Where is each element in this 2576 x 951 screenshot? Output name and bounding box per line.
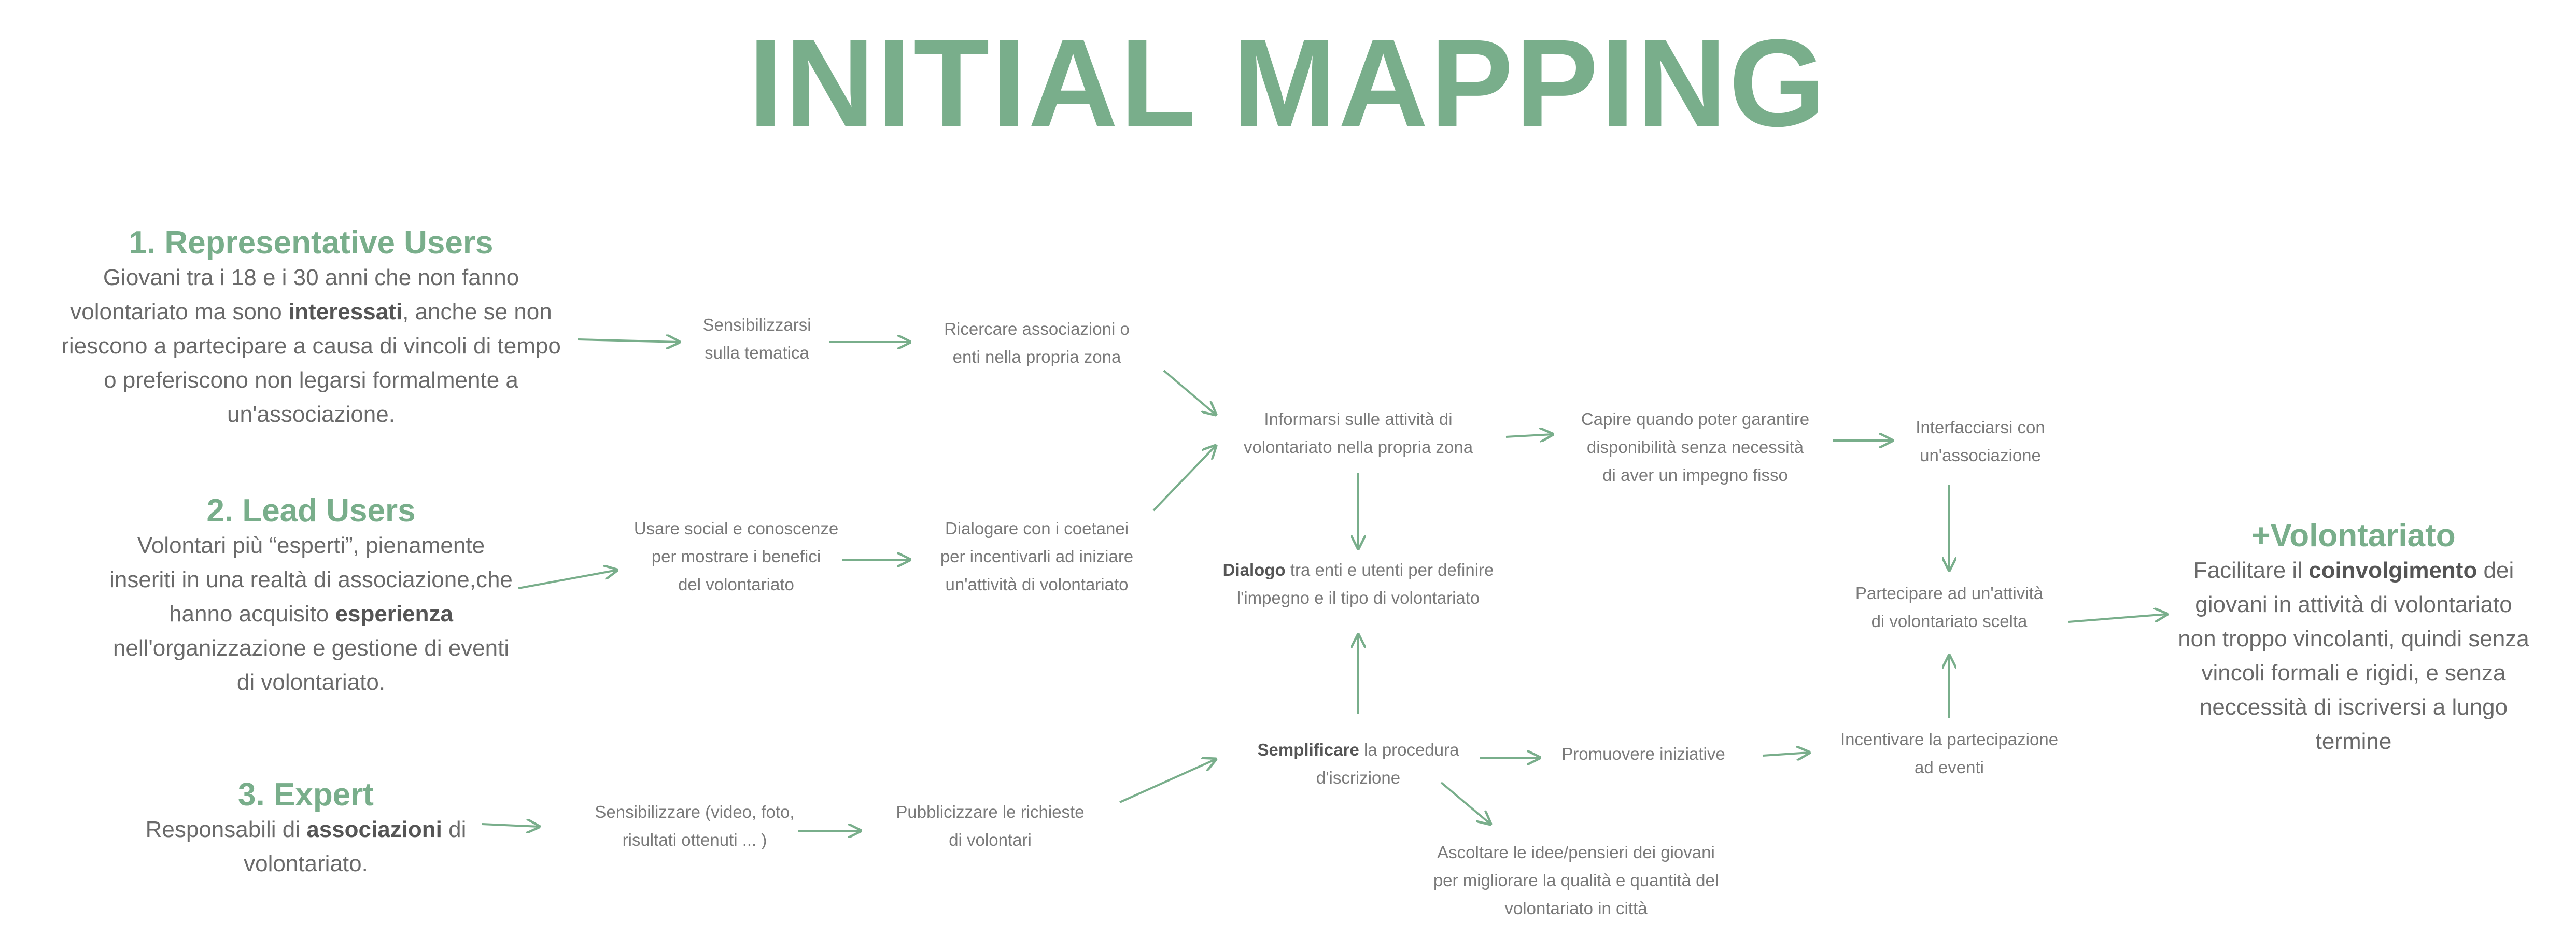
representative-users: 1. Representative Users Giovani tra i 18… (41, 225, 581, 432)
expert-description: Responsabili di associazioni di volontar… (145, 817, 467, 877)
expert-users: 3. Expert Responsabili di associazioni d… (124, 777, 487, 881)
node-promuovere: Promuovere iniziative (1561, 744, 1725, 763)
arrow-semplificare-to-ascoltare (1440, 782, 1490, 824)
node-usare-social: Usare social e conoscenze per mostrare i… (634, 519, 839, 594)
representative-users-description: Giovani tra i 18 e i 30 anni che non fan… (61, 265, 561, 428)
expert-heading: 3. Expert (238, 777, 374, 813)
goal-volontariato: +Volontariato Facilitare il coinvolgimen… (2162, 518, 2545, 759)
goal-heading: +Volontariato (2251, 518, 2456, 553)
arrow-expert-to-sensibilizzare (482, 824, 539, 827)
arrow-partecipare-to-goal (2068, 614, 2167, 623)
node-capire: Capire quando poter garantire disponibil… (1581, 409, 1810, 485)
arrow-promuovere-to-incentivare (1762, 753, 1809, 756)
node-sensibilizzarsi: Sensibilizzarsi sulla tematica (702, 315, 811, 362)
node-dialogo: Dialogo tra enti e utenti per definire l… (1222, 560, 1494, 607)
arrow-lead-to-usare-social (518, 570, 617, 589)
node-pubblicizzare: Pubblicizzare le richieste di volontari (896, 802, 1085, 849)
page-title: INITIAL MAPPING (748, 13, 1828, 152)
representative-users-heading: 1. Representative Users (129, 225, 494, 261)
node-ascoltare: Ascoltare le idee/pensieri dei giovani p… (1433, 843, 1719, 918)
node-informarsi: Informarsi sulle attività di volontariat… (1243, 409, 1473, 457)
arrow-ricercare-to-informarsi (1163, 370, 1216, 415)
node-partecipare: Partecipare ad un'attività di volontaria… (1855, 584, 2044, 631)
lead-users: 2. Lead Users Volontari più “esperti”, p… (73, 493, 550, 700)
node-sensibilizzare: Sensibilizzare (video, foto, risultati o… (595, 802, 795, 849)
arrow-rep-to-sensibilizzarsi (578, 339, 679, 342)
node-dialogare: Dialogare con i coetanei per incentivarl… (940, 519, 1134, 594)
arrow-pubblicizzare-to-semplificare (1119, 759, 1216, 803)
lead-users-description: Volontari più “esperti”, pienamente inse… (109, 533, 513, 695)
goal-description: Facilitare il coinvolgimento dei giovani… (2178, 558, 2529, 755)
node-interfacciarsi: Interfacciarsi con un'associazione (1916, 418, 2045, 465)
node-incentivare: Incentivare la partecipazione ad eventi (1840, 730, 2059, 777)
arrow-dialogare-to-informarsi (1152, 446, 1216, 512)
arrow-informarsi-to-capire (1505, 434, 1553, 437)
node-semplificare: Semplificare la procedura d'iscrizione (1257, 740, 1459, 787)
node-ricercare: Ricercare associazioni o enti nella prop… (944, 319, 1130, 366)
lead-users-heading: 2. Lead Users (206, 493, 416, 529)
